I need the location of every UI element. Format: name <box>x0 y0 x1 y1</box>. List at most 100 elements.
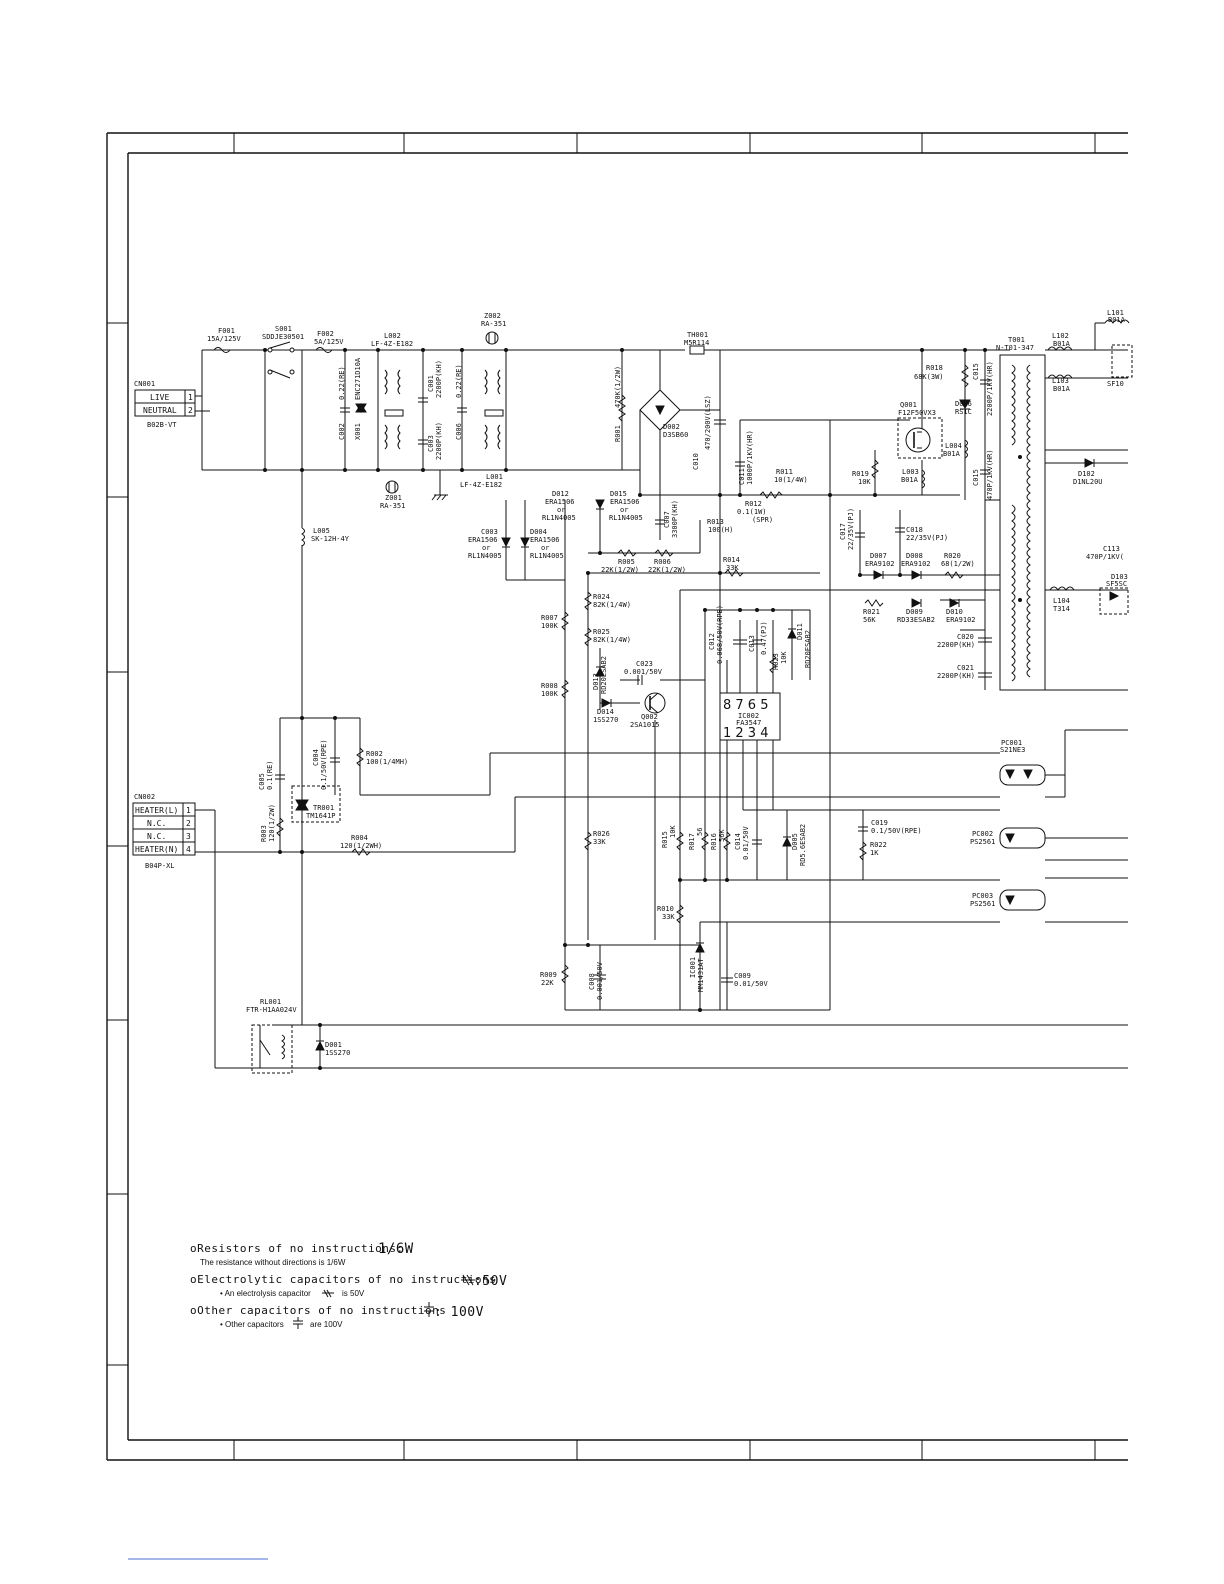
svg-text:C004: C004 <box>312 749 320 766</box>
svg-text:ERA9102: ERA9102 <box>901 560 931 568</box>
svg-text:R003: R003 <box>260 825 268 842</box>
svg-text:R013: R013 <box>707 518 724 526</box>
svg-text:470K(1/2W): 470K(1/2W) <box>614 366 622 408</box>
svg-text:C001: C001 <box>427 375 435 392</box>
svg-text:PS2561: PS2561 <box>970 900 995 908</box>
fuse-f001: F001 15A/125V <box>207 327 242 353</box>
svg-text:2200P(KH): 2200P(KH) <box>435 360 443 398</box>
svg-text:D011: D011 <box>796 623 804 640</box>
svg-text:R024: R024 <box>593 593 610 601</box>
svg-text:PC002: PC002 <box>972 830 993 838</box>
svg-text:RD33ESAB2: RD33ESAB2 <box>897 616 935 624</box>
svg-text:D001: D001 <box>325 1041 342 1049</box>
capacitor-c017: C017 22/35V(PJ) <box>839 508 865 550</box>
svg-text:120(1/2WH): 120(1/2WH) <box>340 842 382 850</box>
svg-text:L004: L004 <box>945 442 962 450</box>
inductor-l103: L103 B01A <box>1047 374 1073 393</box>
svg-text:R010: R010 <box>657 905 674 913</box>
svg-text:C007: C007 <box>663 511 671 528</box>
inductor-l005: L005 SK-12H-4Y <box>301 527 350 547</box>
svg-text:C015: C015 <box>972 469 980 486</box>
photocoupler-pc003: PC003 PS2561 <box>970 889 1046 911</box>
svg-text:D102: D102 <box>1078 470 1095 478</box>
svg-text:B01A: B01A <box>1053 340 1071 348</box>
resistor-r017: R017 56 <box>688 828 709 851</box>
svg-text:B01A: B01A <box>943 450 961 458</box>
diode-d009: D009 RD33ESAB2 <box>897 598 935 624</box>
svg-text:F001: F001 <box>218 327 235 335</box>
diode-d006: D006 RS1C <box>955 399 972 416</box>
note-other-capacitors-sub: • Other capacitors <box>220 1320 284 1329</box>
capacitor-c009: C009 0.01/50V <box>721 922 769 1010</box>
svg-text:L104: L104 <box>1053 597 1070 605</box>
capacitor-c007: C007 3300P(KH) <box>655 495 679 540</box>
relay-rl001: RL001 FTR-H1AA024V <box>246 998 297 1074</box>
capacitor-c008: C008 0.001/50V <box>588 945 606 1010</box>
resistor-r002: R002 100(1/4MH) <box>356 747 408 767</box>
capacitor-c004: C004 0.1/50V(RPE) <box>312 739 340 790</box>
svg-text:R009: R009 <box>540 971 557 979</box>
resistor-r018: R018 68K(3W) <box>914 364 969 388</box>
svg-text:15A/125V: 15A/125V <box>207 335 242 343</box>
svg-text:33K: 33K <box>726 564 739 572</box>
svg-text:ERA1506: ERA1506 <box>610 498 640 506</box>
resistor-r013: R013 100(H) <box>707 518 733 534</box>
svg-text:82K(1/4W): 82K(1/4W) <box>593 601 631 609</box>
svg-text:LF-4Z-E182: LF-4Z-E182 <box>371 340 413 348</box>
note-other-capacitors: oOther capacitors of no instructions <box>190 1304 446 1317</box>
svg-text:MM1431AT: MM1431AT <box>697 957 705 992</box>
connector-cn001: CN001 LIVE 1 NEUTRAL 2 B02B-VT <box>134 380 196 429</box>
mosfet-q001: Q001 F12F50VX3 <box>897 401 943 459</box>
fuse-f002: F002 5A/125V <box>314 330 344 353</box>
cn002-pin1-name: HEATER(L) <box>135 806 178 815</box>
capacitor-c013: C013 0.47(PJ) <box>748 621 768 655</box>
svg-text:Q002: Q002 <box>641 713 658 721</box>
svg-text:0.1/50V(RPE): 0.1/50V(RPE) <box>320 739 328 790</box>
svg-text:D006: D006 <box>955 400 972 408</box>
svg-text:S001: S001 <box>275 325 292 333</box>
svg-text:SF5SC: SF5SC <box>1106 580 1127 588</box>
svg-text:R023: R023 <box>772 653 780 670</box>
svg-text:10K: 10K <box>858 478 871 486</box>
svg-text:C013: C013 <box>748 635 756 652</box>
diode-d010: D010 ERA9102 <box>946 598 976 624</box>
capacitor-c010: C010 470/200V(LSZ) <box>692 395 726 470</box>
svg-text:M5R114: M5R114 <box>684 339 709 347</box>
cn001-pin1-num: 1 <box>188 393 193 402</box>
svg-text:R026: R026 <box>593 830 610 838</box>
svg-text:C006: C006 <box>455 423 463 440</box>
capacitor-c012: C012 0.068/50V(RPE) <box>708 605 747 664</box>
svg-text:RS1C: RS1C <box>955 408 972 416</box>
svg-text:0.1(1W): 0.1(1W) <box>737 508 767 516</box>
svg-text:100(1/4MH): 100(1/4MH) <box>366 758 408 766</box>
resistor-r020: R020 68(1/2W) <box>941 552 975 579</box>
capacitor-c011: C011 1000P/1KV(HR) <box>735 430 754 485</box>
electrolytic-capacitor-symbol <box>461 1274 475 1286</box>
junction-dots <box>263 348 1022 1070</box>
resistor-r022: R022 1K <box>859 841 887 861</box>
svg-text:D103: D103 <box>1111 573 1128 581</box>
resistor-r015: R015 10K <box>661 825 684 851</box>
bridge-d002: D002 D3SB60 <box>639 389 688 439</box>
svg-text:C010: C010 <box>692 453 700 470</box>
svg-text:0.1/50V(RPE): 0.1/50V(RPE) <box>871 827 922 835</box>
cn001-part: B02B-VT <box>147 421 177 429</box>
note-resistors: oResistors of no instructions: <box>190 1242 404 1255</box>
diode-d015: D015 ERA1506 or RL1N4005 <box>609 490 643 522</box>
capacitor-c003: C003 2200P(KH) <box>418 422 443 460</box>
note-other-capacitors-sub2: are 100V <box>310 1320 343 1329</box>
svg-text:TH001: TH001 <box>687 331 708 339</box>
inductor-l101: L101 B01A SF10 <box>1094 309 1133 388</box>
capacitor-c018: C018 22/35V(PJ) <box>895 526 948 542</box>
svg-text:100K: 100K <box>541 690 559 698</box>
svg-text:Z002: Z002 <box>484 312 501 320</box>
svg-text:D013: D013 <box>592 673 600 690</box>
svg-text:0.001/50V: 0.001/50V <box>596 961 604 1000</box>
svg-text:68(1/2W): 68(1/2W) <box>941 560 975 568</box>
svg-text:Z001: Z001 <box>385 494 402 502</box>
svg-text:100(H): 100(H) <box>708 526 733 534</box>
cn001-pin1-name: LIVE <box>150 393 169 402</box>
notes-block: oResistors of no instructions: 1/6W The … <box>190 1241 507 1329</box>
thermistor-th001: TH001 M5R114 <box>684 331 709 355</box>
cn002-pin4-name: HEATER(N) <box>135 845 178 854</box>
